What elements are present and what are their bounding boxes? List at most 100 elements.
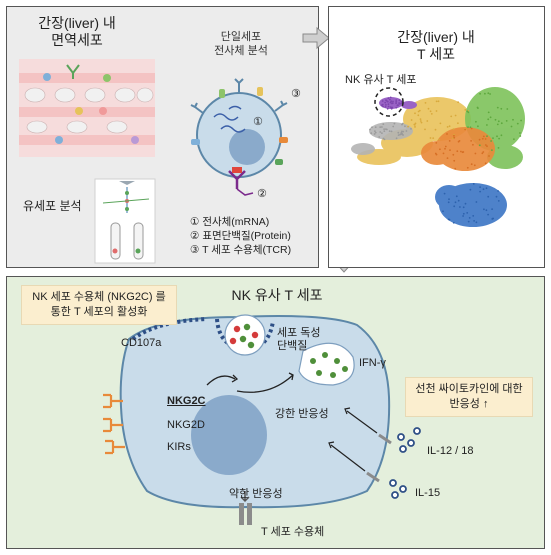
- umap-point: [464, 109, 467, 111]
- umap-point: [448, 218, 451, 221]
- umap-point: [386, 100, 389, 103]
- cytotoxic-protein-label-line1: 세포 독성: [277, 327, 321, 339]
- mechanism-panel: NK 유사 T 세포 NK 세포 수용체 (NKG2C) 를 통한 T 세포의 …: [6, 276, 545, 549]
- umap-point: [405, 130, 408, 132]
- umap-point: [487, 111, 490, 114]
- umap-point: [435, 142, 438, 144]
- tcr-receptor: [239, 491, 252, 525]
- umap-point: [487, 195, 490, 198]
- umap-point: [473, 164, 476, 167]
- cd107a-membrane: [215, 318, 275, 352]
- umap-point: [381, 100, 384, 102]
- umap-point: [494, 118, 497, 121]
- umap-point: [387, 103, 390, 106]
- umap-point: [467, 126, 469, 128]
- kirs-label: KIRs: [167, 441, 191, 453]
- umap-point: [484, 138, 487, 140]
- umap-point: [464, 202, 467, 205]
- umap-point: [519, 132, 521, 134]
- umap-point: [424, 128, 426, 131]
- umap-point: [435, 110, 438, 112]
- il12-18-receptor: [378, 433, 392, 445]
- umap-point: [379, 126, 382, 128]
- umap-point: [479, 190, 481, 193]
- signal-arrow: [206, 375, 236, 386]
- umap-point: [404, 125, 406, 128]
- umap-point: [497, 200, 500, 202]
- umap-point: [418, 109, 421, 112]
- umap-point: [401, 123, 403, 126]
- umap-point: [470, 140, 472, 142]
- umap-title-line1: 간장(liver) 내: [397, 29, 475, 45]
- umap-point: [473, 220, 475, 222]
- umap-point: [397, 104, 399, 107]
- umap-cluster-orange: [421, 127, 495, 171]
- umap-point: [400, 101, 403, 103]
- hepatocyte: [84, 87, 106, 103]
- umap-point: [491, 208, 493, 211]
- umap-point: [432, 137, 435, 140]
- il15-signal-arrow: [330, 444, 366, 472]
- umap-point: [475, 201, 478, 203]
- umap-point: [485, 187, 488, 190]
- umap-point: [387, 105, 390, 108]
- umap-point: [479, 186, 481, 189]
- kupffer-cell: [66, 64, 80, 79]
- umap-point: [497, 120, 500, 123]
- cytokine-note-line1: 선천 싸이토카인에 대한: [415, 383, 523, 395]
- umap-scatter-points: [369, 92, 522, 224]
- umap-point: [474, 152, 477, 155]
- umap-point: [374, 131, 377, 134]
- umap-point: [387, 97, 390, 100]
- umap-point: [385, 99, 387, 102]
- umap-point: [453, 136, 456, 139]
- umap-point: [395, 137, 398, 140]
- umap-point: [452, 128, 455, 130]
- umap-scatter: [351, 87, 525, 227]
- umap-point: [419, 118, 422, 120]
- umap-point: [486, 145, 488, 148]
- nkt-cluster-highlight-circle: [374, 87, 404, 117]
- vessel-band: [19, 107, 155, 117]
- umap-point: [478, 144, 481, 147]
- ifng-label: IFN-γ: [359, 357, 386, 369]
- nkg2d-label: NKG2D: [167, 419, 205, 431]
- umap-point: [389, 101, 392, 104]
- surface-receptors: [190, 78, 288, 165]
- umap-point: [475, 221, 478, 224]
- nkg2d-receptor: [103, 417, 123, 433]
- umap-point: [448, 198, 450, 201]
- umap-point: [461, 151, 464, 154]
- umap-point: [452, 153, 455, 156]
- umap-point: [447, 201, 450, 204]
- umap-point: [393, 122, 396, 125]
- umap-point: [462, 206, 465, 209]
- hepatocyte: [24, 87, 46, 103]
- umap-point: [399, 133, 402, 136]
- umap-point: [498, 137, 500, 140]
- umap-point: [437, 100, 440, 103]
- activation-note: NK 세포 수용체 (NKG2C) 를 통한 T 세포의 활성화: [21, 285, 177, 325]
- ifng-vesicle: [298, 342, 355, 386]
- umap-point: [477, 125, 479, 128]
- umap-point: [392, 100, 394, 103]
- scseq-title-line1: 단일세포: [220, 31, 262, 43]
- umap-point: [386, 107, 389, 110]
- liver-immune-panel: 간장(liver) 내 면역세포: [6, 6, 319, 268]
- collection-tube: [133, 222, 144, 260]
- umap-point: [389, 106, 392, 108]
- immune-cell: [99, 107, 107, 115]
- umap-point: [512, 118, 514, 121]
- immune-cell: [55, 136, 63, 144]
- flow-cytometry-box: [94, 178, 156, 264]
- umap-point: [483, 208, 485, 211]
- cytokine-note-line2: 반응성 ↑: [449, 398, 489, 410]
- umap-point: [383, 128, 385, 130]
- umap-point: [399, 102, 401, 105]
- umap-point: [455, 195, 458, 198]
- vessel-band: [19, 135, 155, 145]
- umap-point: [464, 128, 466, 131]
- umap-point: [391, 102, 394, 104]
- umap-point: [435, 100, 438, 103]
- umap-point: [486, 124, 488, 126]
